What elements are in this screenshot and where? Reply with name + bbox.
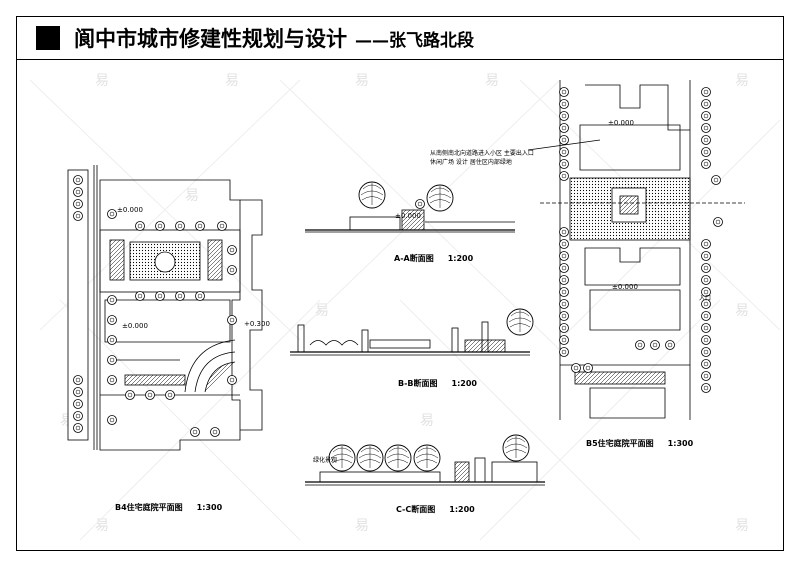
- b5-caption-name: B5住宅庭院平面图: [586, 439, 654, 448]
- b4-caption: B4住宅庭院平面图 1:300: [115, 502, 222, 513]
- b5-note: 从南侧南北向道路进入小区 主要出入口: [430, 150, 534, 157]
- b4-caption-name: B4住宅庭院平面图: [115, 503, 183, 512]
- bb-trees: [506, 308, 534, 336]
- b4-trees: [73, 175, 237, 437]
- b5-label: 入口: [699, 295, 712, 302]
- bb-caption-name: B-B断面图: [398, 379, 438, 388]
- cc-section: [305, 457, 545, 486]
- b4-site-plan: [67, 165, 263, 451]
- bb-section: [290, 321, 530, 356]
- cc-note: 绿化景观: [313, 457, 338, 464]
- b4-elevation-label: +0.300: [244, 320, 270, 328]
- aa-section: [305, 209, 515, 233]
- title-main: 阆中市城市修建性规划与设计: [74, 27, 347, 51]
- aa-caption: A-A断面图 1:200: [394, 253, 473, 264]
- watermark: 易: [485, 73, 499, 89]
- b4-caption-scale: 1:300: [196, 503, 223, 512]
- aa-caption-scale: 1:200: [447, 254, 474, 263]
- bb-caption-scale: 1:200: [451, 379, 477, 388]
- watermark: 易: [185, 188, 199, 204]
- b4-elevation-label: ±0.000: [117, 206, 143, 214]
- cc-caption: C-C断面图 1:200: [396, 504, 475, 515]
- watermark: 易: [225, 73, 239, 89]
- b4-elevation-label: ±0.000: [122, 322, 148, 330]
- cc-caption-scale: 1:200: [449, 505, 475, 514]
- watermark: 易: [355, 518, 369, 534]
- title-marker-square: [36, 26, 60, 50]
- b5-elevation-label: ±0.000: [612, 283, 638, 291]
- watermark: 易: [735, 303, 749, 319]
- bb-caption: B-B断面图 1:200: [398, 378, 477, 389]
- cc-caption-name: C-C断面图: [396, 505, 436, 514]
- aa-elevation-label: ±0.000: [395, 212, 421, 220]
- watermark: 易: [315, 303, 329, 319]
- sheet-title: 阆中市城市修建性规划与设计 ——张飞路北段: [74, 23, 474, 53]
- cc-trees: [328, 434, 530, 472]
- title-bar: 阆中市城市修建性规划与设计 ——张飞路北段: [16, 16, 784, 60]
- drawing-sheet-border: [16, 16, 784, 551]
- watermark: 易: [420, 413, 434, 429]
- watermark: 易: [95, 73, 109, 89]
- aa-trees: [358, 181, 454, 212]
- title-sub: ——张飞路北段: [355, 31, 474, 51]
- b5-caption: B5住宅庭院平面图 1:300: [586, 438, 693, 449]
- b5-elevation-label: ±0.000: [608, 119, 634, 127]
- watermark: 易: [735, 73, 749, 89]
- b5-note: 休闲广场 设计 居住区内部绿地: [430, 159, 512, 166]
- watermark: 易: [355, 73, 369, 89]
- b5-site-plan: [527, 80, 745, 420]
- watermark: 易: [735, 518, 749, 534]
- b5-caption-scale: 1:300: [667, 439, 694, 448]
- aa-caption-name: A-A断面图: [394, 254, 434, 263]
